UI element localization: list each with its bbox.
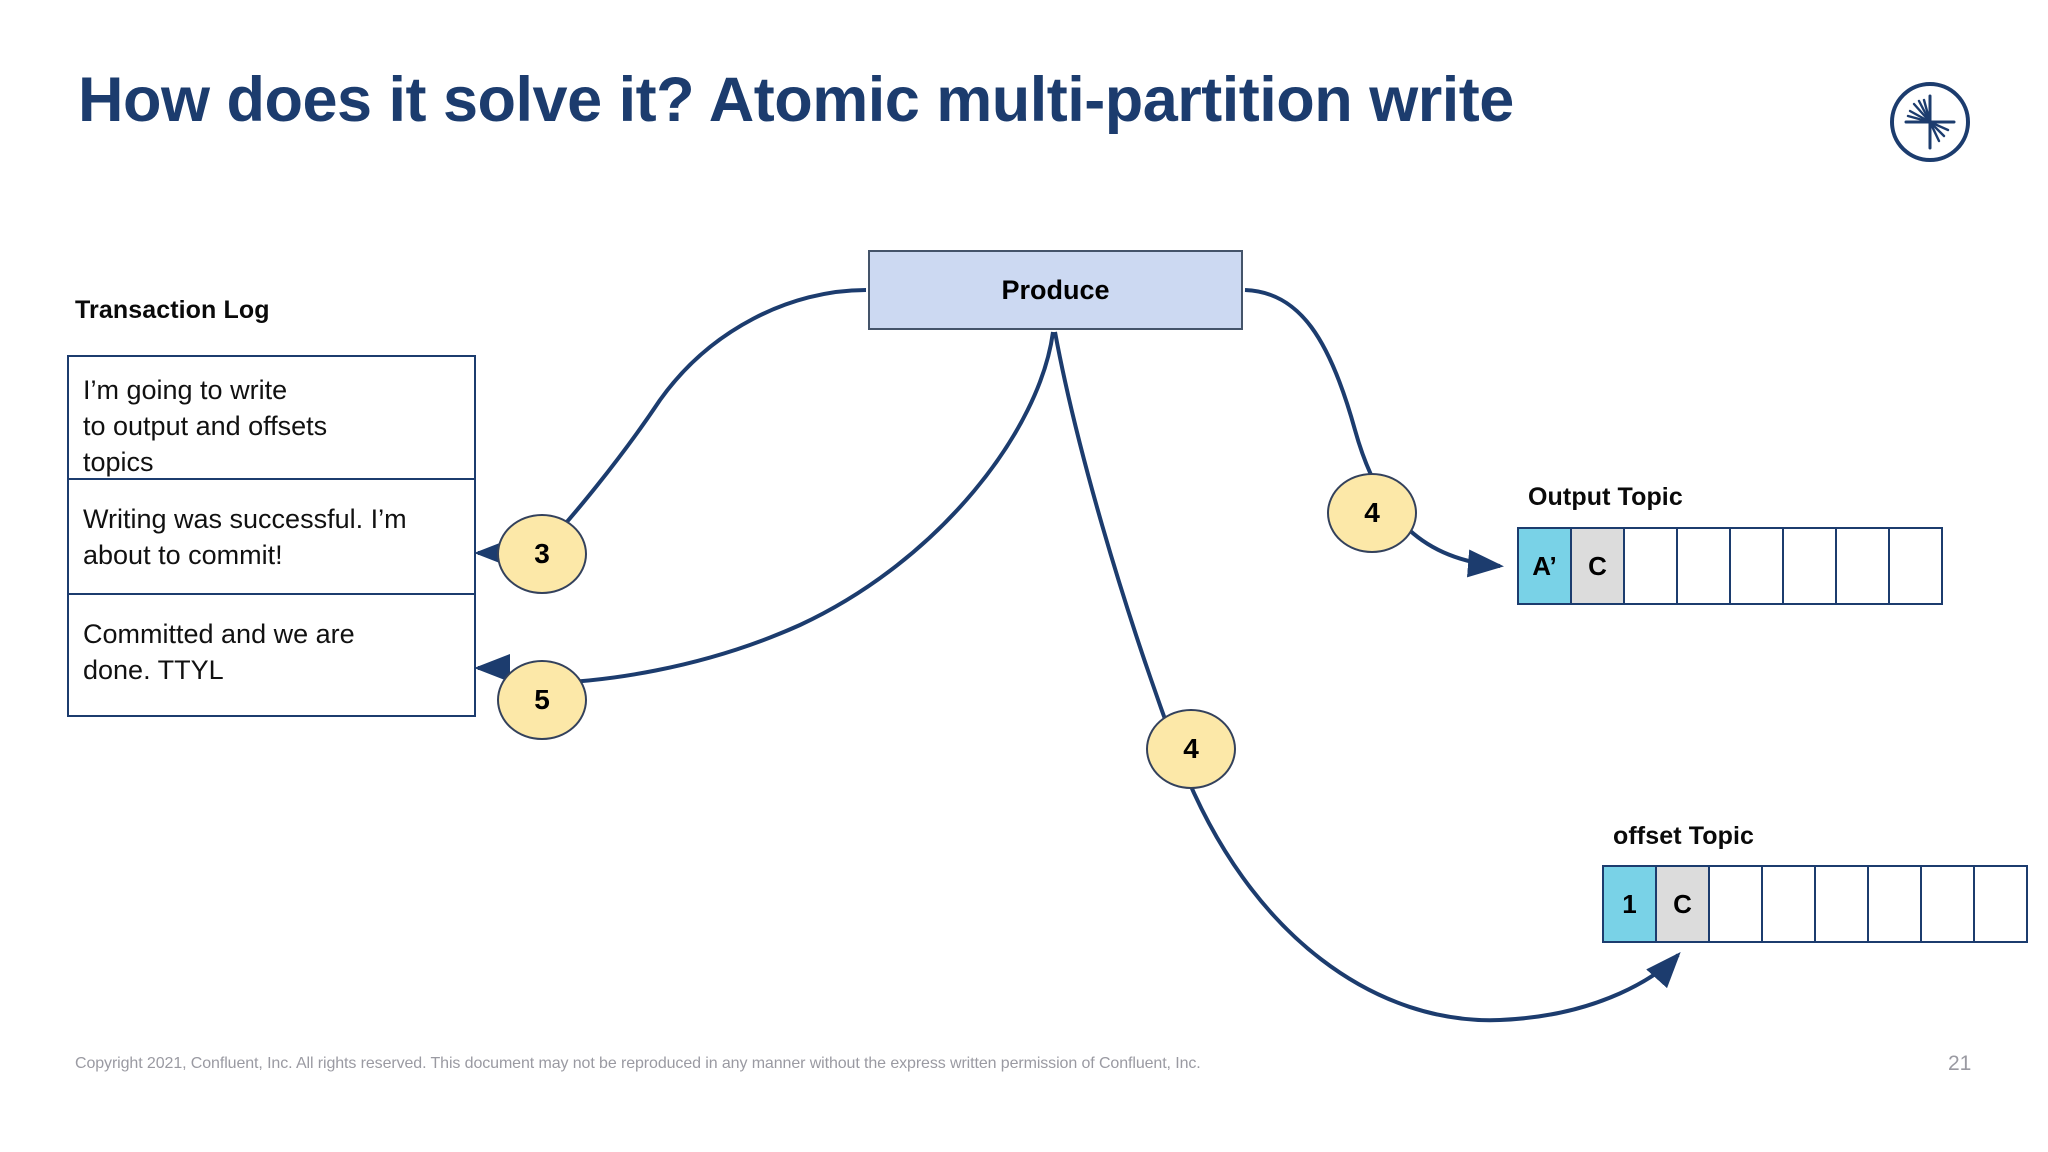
arrow-produce-to-offset-topic: [1053, 331, 1681, 1023]
topic-cell: [1920, 865, 1975, 943]
topic-cell: [1782, 527, 1837, 605]
topic-cell: [1835, 527, 1890, 605]
topic-cell: [1814, 865, 1869, 943]
transaction-log-heading: Transaction Log: [75, 296, 270, 324]
offset-topic-heading: offset Topic: [1613, 822, 1755, 850]
step-marker-5: 5: [497, 660, 587, 740]
footer-copyright: Copyright 2021, Confluent, Inc. All righ…: [75, 1055, 1201, 1072]
topic-cell: A’: [1517, 527, 1572, 605]
topic-cell: [1623, 527, 1678, 605]
output-topic-heading: Output Topic: [1528, 483, 1683, 511]
topic-cell: [1708, 865, 1763, 943]
topic-cell: [1867, 865, 1922, 943]
output-topic-partition-strip: A’ C: [1517, 527, 1943, 605]
step-marker-3: 3: [497, 514, 587, 594]
arrow-produce-to-txlog-entry-3: [544, 331, 1055, 685]
topic-cell: [1761, 865, 1816, 943]
topic-cell: C: [1655, 865, 1710, 943]
topic-cell: [1973, 865, 2028, 943]
step-marker-4-output: 4: [1327, 473, 1417, 553]
topic-cell: 1: [1602, 865, 1657, 943]
page-title: How does it solve it? Atomic multi-parti…: [78, 65, 1514, 135]
topic-cell: [1729, 527, 1784, 605]
topic-cell: [1888, 527, 1943, 605]
page-number: 21: [1948, 1052, 1972, 1075]
topic-cell: [1676, 527, 1731, 605]
offset-topic-partition-strip: 1 C: [1602, 865, 2028, 943]
confluent-logo-icon: [1888, 80, 1972, 164]
step-marker-4-offset: 4: [1146, 709, 1236, 789]
topic-cell: C: [1570, 527, 1625, 605]
produce-node: Produce: [868, 250, 1243, 330]
arrow-produce-to-txlog-entry-2: [543, 288, 867, 548]
